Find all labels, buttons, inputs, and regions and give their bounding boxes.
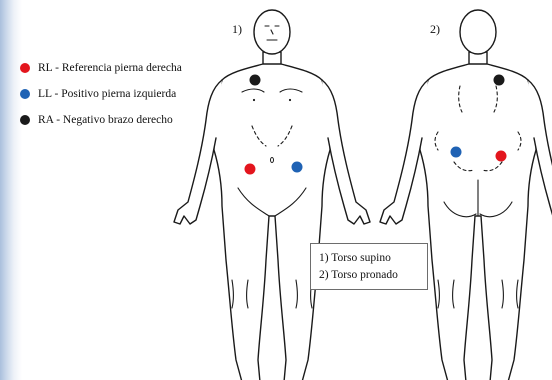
back-body: [380, 10, 552, 380]
back-electrode-ra: [494, 75, 505, 86]
back-electrode-rl: [496, 151, 507, 162]
front-electrode-ra: [250, 75, 261, 86]
caption-prone: 2) Torso pronado: [319, 269, 398, 281]
caption-supine: 1) Torso supino: [319, 252, 391, 264]
front-body: [174, 10, 370, 380]
front-electrode-rl: [245, 164, 256, 175]
caption-box: 1) Torso supino 2) Torso pronado: [310, 243, 428, 290]
back-electrode-ll: [451, 147, 462, 158]
front-electrode-ll: [292, 162, 303, 173]
